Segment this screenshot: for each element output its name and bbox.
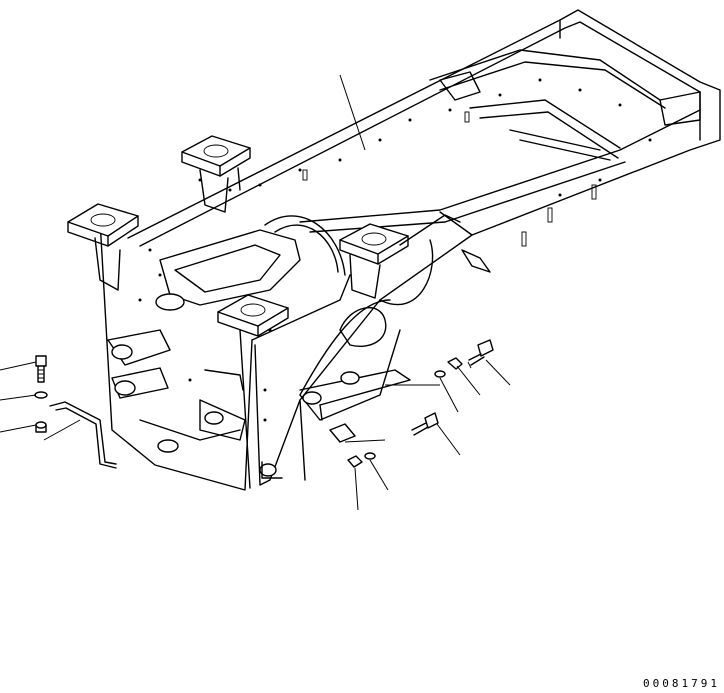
leader-line: [0, 361, 81, 441]
nut-right[interactable]: [447, 357, 463, 370]
nut-bottom[interactable]: [347, 452, 376, 468]
main-frame[interactable]: [99, 9, 721, 491]
bolt-right-lower[interactable]: [411, 412, 439, 436]
washer-left[interactable]: [34, 391, 48, 399]
bolt-right-upper[interactable]: [467, 339, 494, 369]
nut-left[interactable]: [35, 421, 47, 433]
frame-hole: [138, 78, 652, 422]
bolt-left[interactable]: [35, 355, 47, 383]
washer-right[interactable]: [434, 370, 446, 378]
mount-pad-rear[interactable]: [339, 214, 461, 299]
drawing-number: 00081791: [643, 677, 720, 690]
mount-pad-front-right[interactable]: [181, 135, 251, 213]
lift-arm-bracket[interactable]: [107, 329, 283, 479]
bracket-clamp[interactable]: [49, 401, 117, 469]
mount-pad-center[interactable]: [155, 293, 289, 337]
frame-slot: [302, 71, 701, 273]
leader-line: [339, 74, 511, 511]
plate[interactable]: [329, 423, 356, 443]
mount-pad-front-left[interactable]: [67, 203, 139, 291]
